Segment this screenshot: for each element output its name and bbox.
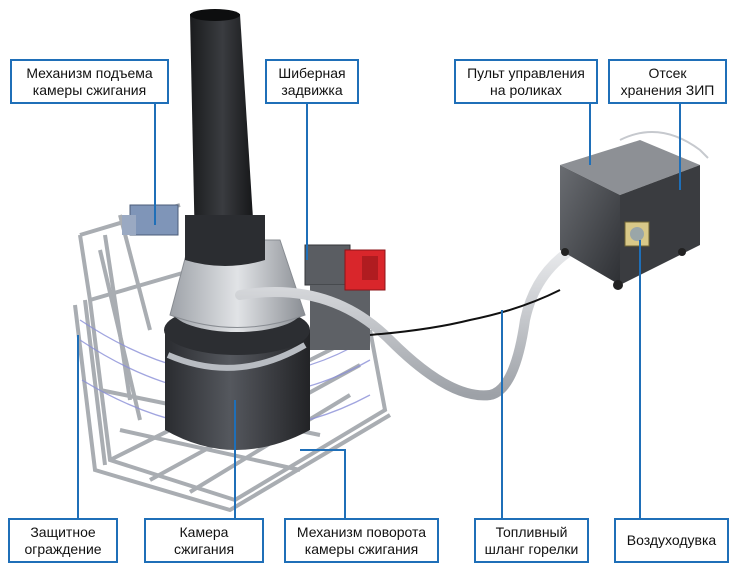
label-chamber-line1: Камера — [179, 523, 229, 540]
lift-mechanism-graphic — [122, 204, 179, 236]
label-rotation-mechanism-line1: Механизм поворота — [296, 523, 427, 540]
label-spare-parts-line1: Отсек — [648, 64, 687, 81]
label-chamber-line2: сжигания — [173, 540, 235, 557]
label-lift-mechanism-line1: Механизм подъема — [26, 64, 153, 81]
label-gate-valve: Шиберная задвижка — [265, 59, 359, 104]
label-chamber: Камера сжигания — [144, 518, 264, 563]
label-lift-mechanism: Механизм подъема камеры сжигания — [10, 59, 169, 104]
chimney-stack — [185, 9, 265, 266]
label-guard-line2: ограждение — [24, 540, 102, 557]
label-guard: Защитное ограждение — [8, 518, 118, 563]
label-fuel-hose: Топливный шланг горелки — [474, 518, 589, 563]
label-control-panel-line2: на роликах — [490, 81, 562, 98]
label-spare-parts: Отсек хранения ЗИП — [608, 59, 727, 104]
label-control-panel: Пульт управления на роликах — [454, 59, 598, 104]
label-rotation-mechanism: Механизм поворота камеры сжигания — [284, 518, 439, 563]
label-lift-mechanism-line2: камеры сжигания — [32, 81, 147, 98]
label-blower: Воздуходувка — [614, 518, 729, 563]
label-rotation-mechanism-line2: камеры сжигания — [304, 540, 419, 557]
blower-graphic — [624, 221, 650, 247]
label-spare-parts-line2: хранения ЗИП — [620, 81, 715, 98]
label-gate-valve-line2: задвижка — [281, 81, 343, 98]
control-panel-graphic — [560, 131, 709, 290]
control-cable — [369, 289, 561, 336]
label-fuel-hose-line1: Топливный — [495, 523, 568, 540]
label-guard-line1: Защитное — [30, 523, 96, 540]
fuel-hose-graphic — [235, 227, 620, 401]
leader-lines — [77, 104, 681, 518]
label-fuel-hose-line2: шланг горелки — [484, 540, 579, 557]
label-gate-valve-line1: Шиберная — [278, 64, 346, 81]
label-blower-line1: Воздуходувка — [626, 532, 717, 548]
label-control-panel-line1: Пульт управления — [467, 64, 585, 81]
burner-graphic — [344, 249, 386, 291]
